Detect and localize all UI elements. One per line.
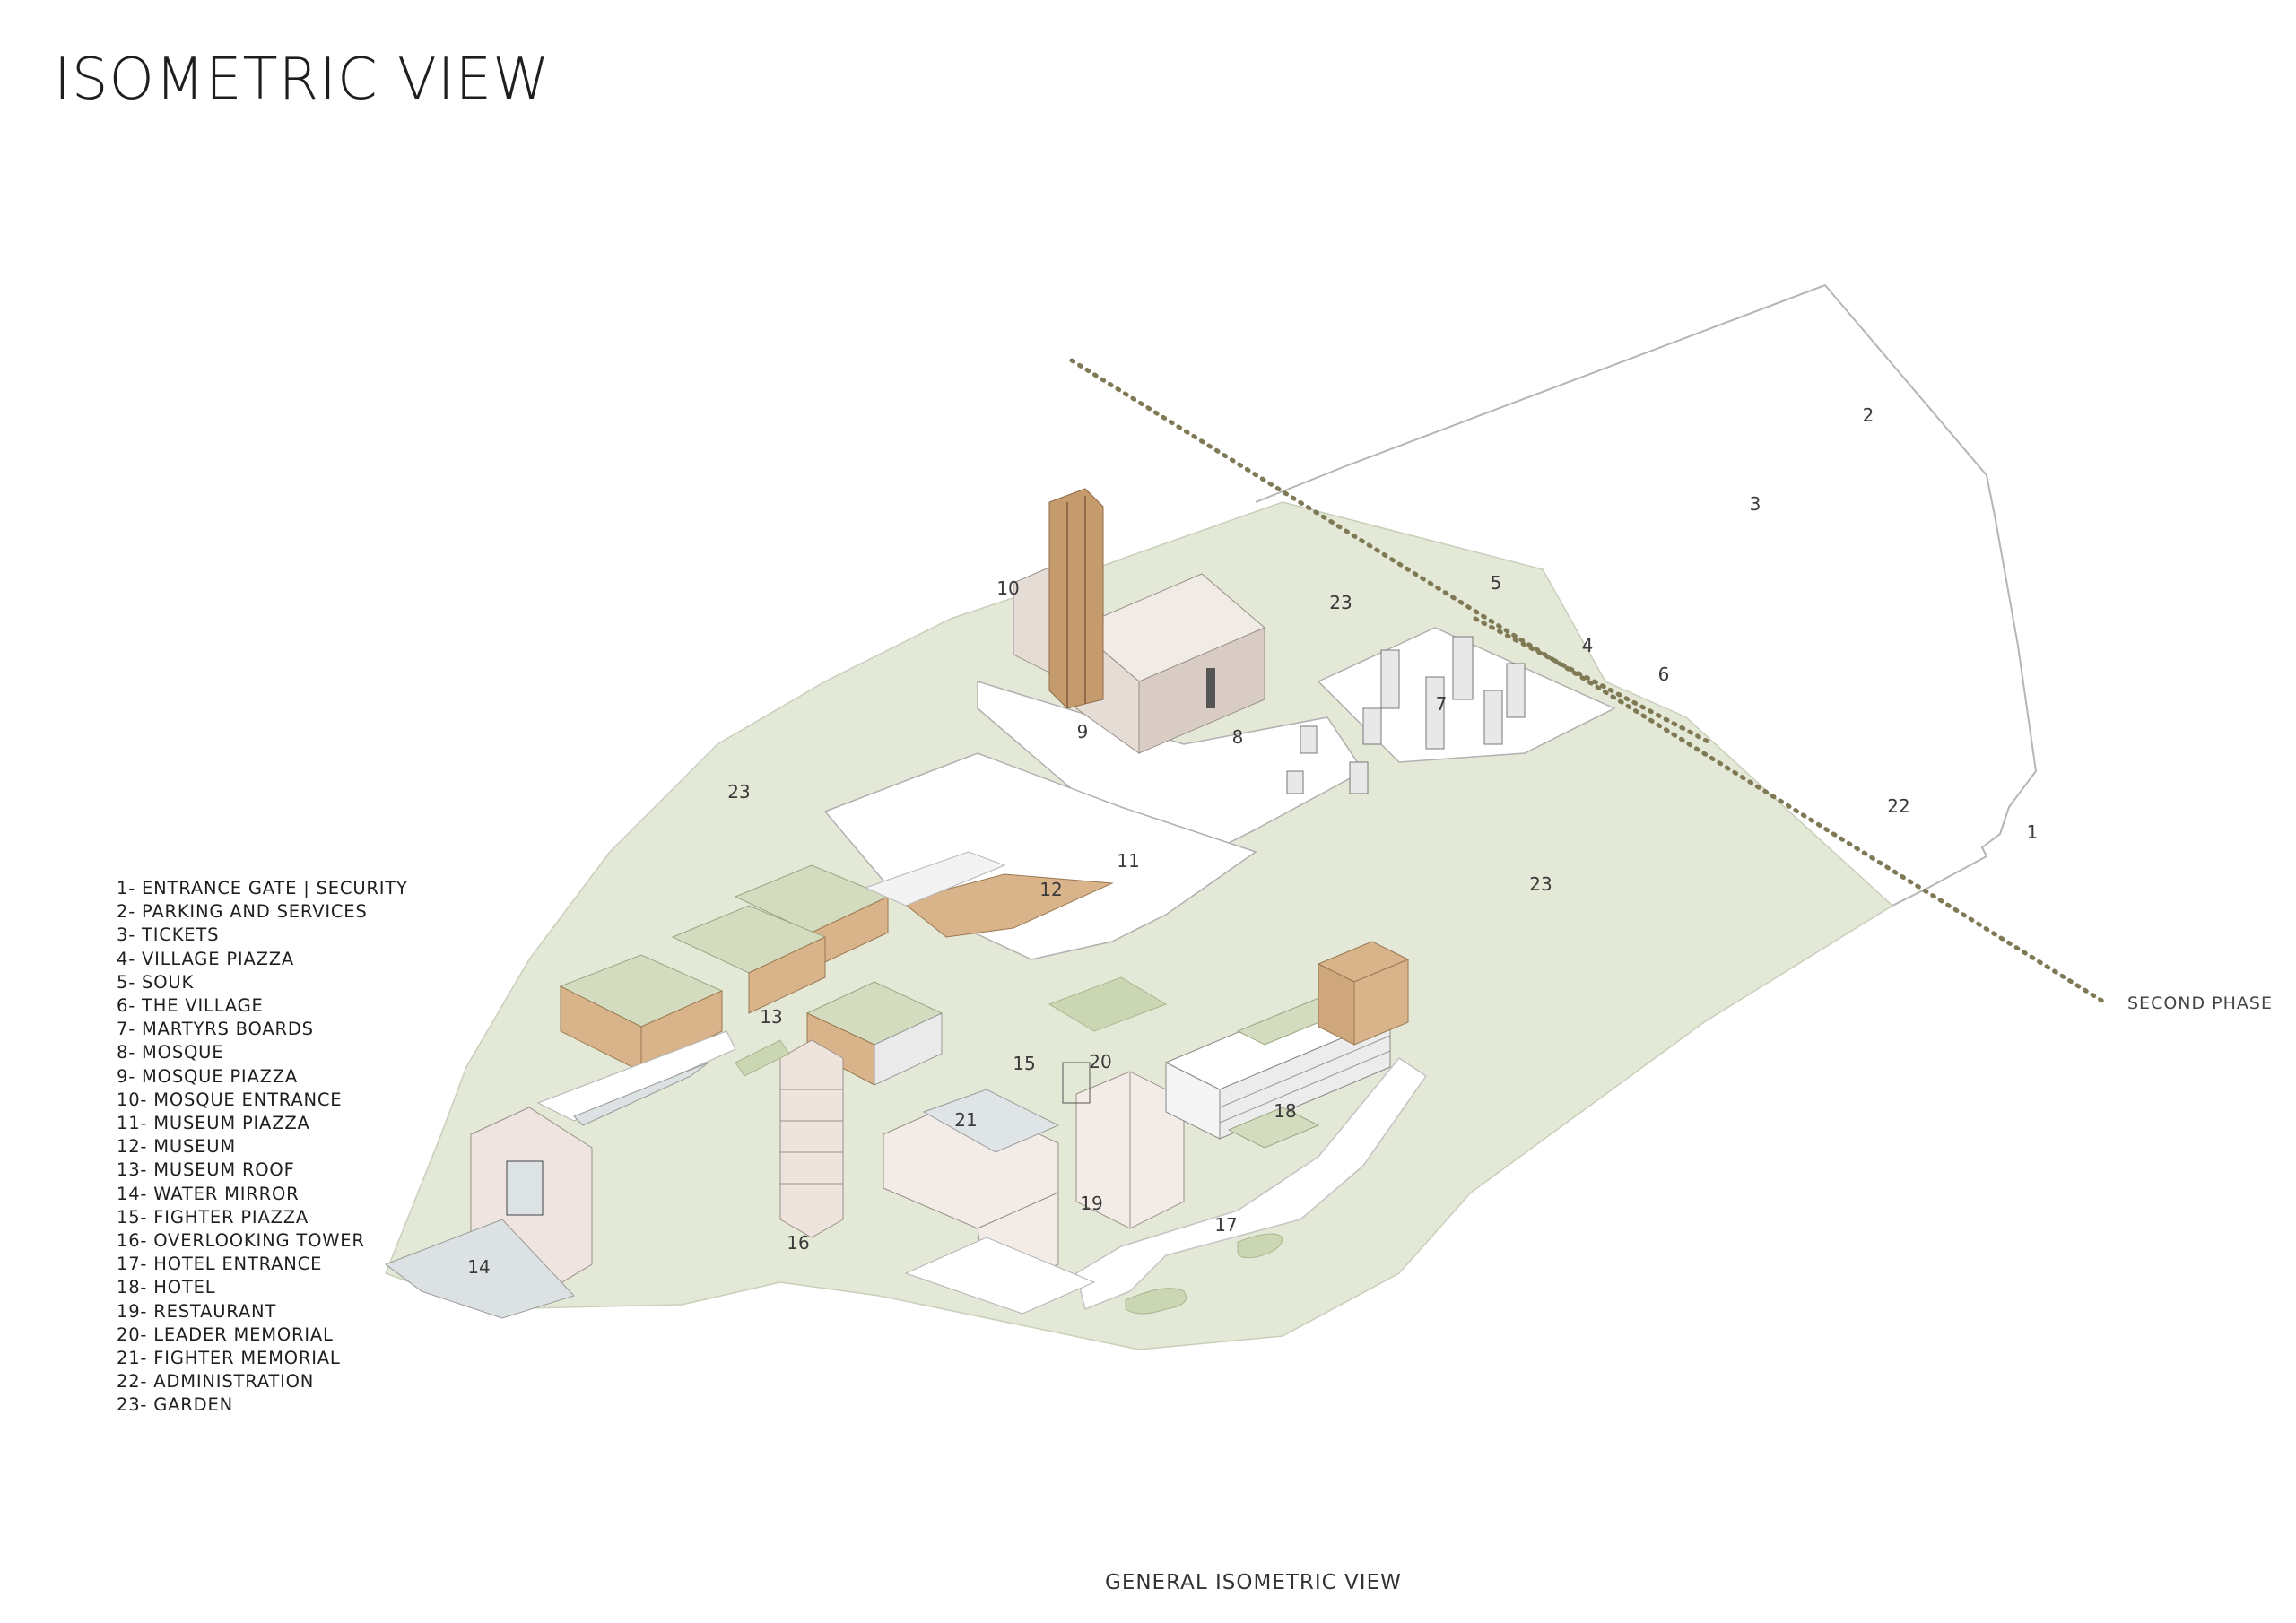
label-museum-roof: 13	[760, 1006, 783, 1028]
legend-item: 1- ENTRANCE GATE | SECURITY	[117, 878, 408, 898]
legend-item: 22- ADMINISTRATION	[117, 1371, 315, 1393]
legend-item: 4- VILLAGE PIAZZA	[117, 948, 295, 969]
legend-item: 23- GARDEN	[117, 1394, 233, 1416]
road-island-1	[1125, 1288, 1187, 1315]
legend-item: 6- THE VILLAGE	[117, 995, 264, 1017]
label-fighter-piazza: 15	[1013, 1053, 1036, 1074]
second-phase-line-short	[1473, 616, 1716, 747]
label-souk: 5	[1490, 572, 1502, 594]
legend-item: 7- MARTYRS BOARDS	[117, 1019, 314, 1040]
label-mosque-entrance: 10	[996, 577, 1020, 599]
mosque-piazza	[977, 680, 1365, 857]
label-fighter-memorial: 21	[954, 1109, 978, 1131]
lawn-patch-1	[1048, 976, 1168, 1032]
label-parking: 2	[1862, 404, 1874, 426]
legend-item: 8- MOSQUE	[117, 1042, 224, 1063]
label-water-mirror: 14	[467, 1256, 491, 1278]
minaret	[1048, 488, 1104, 709]
label-garden-north: 23	[1329, 592, 1352, 613]
martyrs-boards	[1286, 636, 1526, 794]
label-entrance-gate: 1	[2026, 821, 2039, 843]
figure-caption: GENERAL ISOMETRIC VIEW	[1105, 1571, 1402, 1594]
legend-item: 3- TICKETS	[117, 924, 220, 946]
label-hotel: 18	[1274, 1100, 1297, 1122]
legend-item: 15- FIGHTER PIAZZA	[117, 1206, 309, 1228]
overlooking-tower	[779, 1039, 844, 1238]
label-museum-piazza: 11	[1117, 850, 1140, 872]
second-phase-line	[1069, 358, 2110, 1007]
legend-item: 11- MUSEUM PIAZZA	[117, 1113, 310, 1134]
label-leader-memorial: 20	[1089, 1051, 1112, 1072]
label-village-piazza: 4	[1581, 635, 1594, 656]
legend-item: 14- WATER MIRROR	[117, 1183, 300, 1204]
museum-wedge	[900, 873, 1114, 938]
legend-item: 13- MUSEUM ROOF	[117, 1159, 295, 1181]
legend-item: 10- MOSQUE ENTRANCE	[117, 1089, 343, 1110]
legend-item: 5- SOUK	[117, 971, 195, 993]
museum-stairs	[864, 851, 1006, 907]
fighter-memorial-frame	[883, 1089, 1096, 1315]
legend-item: 18- HOTEL	[117, 1277, 216, 1298]
museum-roof-blocks	[559, 864, 944, 1086]
label-restaurant: 19	[1080, 1193, 1103, 1214]
label-the-village: 6	[1657, 664, 1670, 685]
label-martyrs-boards: 7	[1435, 693, 1448, 715]
label-tickets: 3	[1749, 493, 1761, 515]
lawn-patch-2	[735, 1039, 790, 1077]
road-island-2	[1237, 1233, 1283, 1259]
legend-item: 21- FIGHTER MEMORIAL	[117, 1348, 341, 1369]
label-administration: 22	[1887, 795, 1910, 817]
legend-item: 2- PARKING AND SERVICES	[117, 901, 368, 923]
legend-item: 19- RESTAURANT	[117, 1300, 277, 1322]
legend-item: 9- MOSQUE PIAZZA	[117, 1065, 299, 1087]
label-garden-west: 23	[727, 781, 751, 803]
legend-item: 17- HOTEL ENTRANCE	[117, 1254, 323, 1275]
label-mosque: 8	[1231, 726, 1244, 748]
legend-list: 1- ENTRANCE GATE | SECURITY 2- PARKING A…	[117, 877, 408, 1418]
legend-item: 12- MUSEUM	[117, 1136, 236, 1158]
legend-item: 20- LEADER MEMORIAL	[117, 1324, 334, 1345]
label-hotel-entrance: 17	[1214, 1214, 1238, 1236]
legend-item: 16- OVERLOOKING TOWER	[117, 1230, 365, 1252]
label-museum: 12	[1039, 879, 1063, 900]
label-garden-east: 23	[1529, 873, 1552, 895]
second-phase-label: SECOND PHASE	[2127, 994, 2273, 1013]
leader-memorial	[1062, 1062, 1185, 1229]
label-overlooking-tower: 16	[787, 1232, 810, 1254]
label-mosque-piazza: 9	[1076, 721, 1089, 742]
access-road	[1075, 1056, 1428, 1311]
page-title: ISOMETRIC VIEW	[54, 47, 551, 113]
water-mirror-structure	[384, 1030, 736, 1319]
hotel-building	[1164, 941, 1410, 1149]
